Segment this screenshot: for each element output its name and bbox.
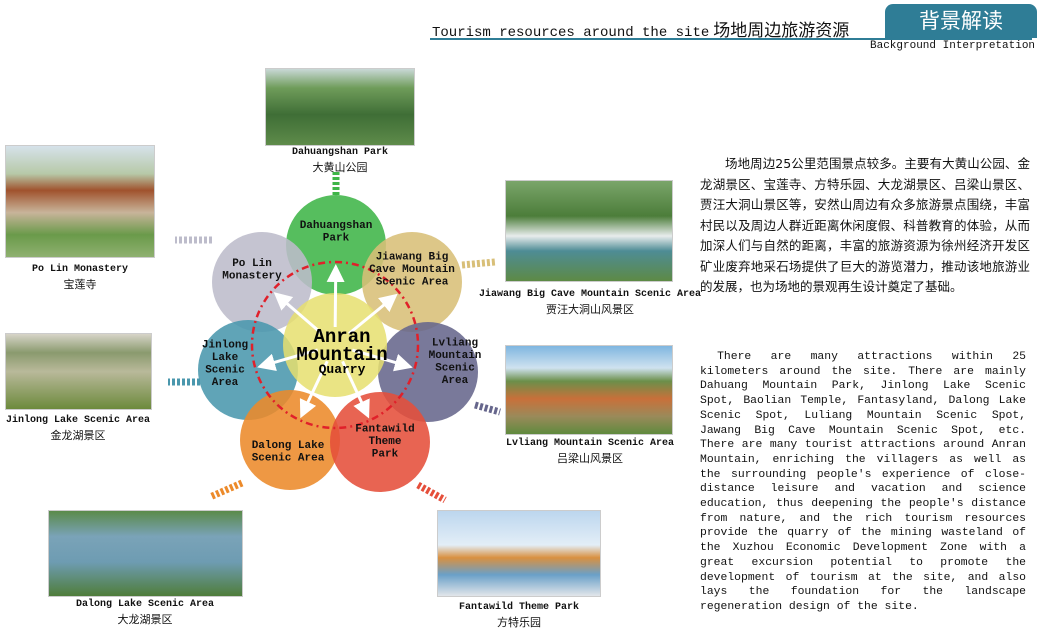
title-rule [430, 38, 1032, 40]
arrow-to-fantawild [341, 360, 370, 419]
outward-arrow-lvliang [474, 401, 501, 416]
ring-dashed [250, 260, 420, 430]
petal-label-fantawild: Park [372, 449, 399, 461]
photo-polin [5, 145, 155, 258]
petal-label-lvliang: Mountain [429, 350, 482, 362]
petal-label-jiawang: Cave Mountain [369, 264, 455, 276]
petal-label-lvliang: Scenic [435, 362, 475, 374]
photo-dahuangshan [265, 68, 415, 146]
arrow-to-jinlong [257, 348, 319, 372]
petal-label-dalong: Dalong Lake [252, 440, 325, 452]
section-subtitle: Background Interpretation [870, 40, 1036, 52]
petal-label-dahuangshan: Park [323, 232, 350, 244]
outward-arrow-fantawild [416, 481, 447, 504]
petal-label-polin: Po Lin [232, 258, 272, 270]
center-label-3: Quarry [319, 362, 366, 377]
petal-label-jiawang: Jiawang Big [376, 252, 449, 264]
arrow-to-jiawang [347, 293, 398, 335]
center-circle [283, 293, 387, 397]
section-badge: 背景解读 [885, 4, 1037, 38]
title-en: Tourism resources around the site [432, 25, 710, 41]
petal-label-dahuangshan: Dahuangshan [300, 220, 373, 232]
photo-fantawild [437, 510, 601, 597]
petal-label-jinlong: Area [212, 377, 239, 389]
arrow-to-dahuangshan [326, 264, 345, 328]
center-label-2: Mountain [296, 344, 387, 366]
photo-dalong [48, 510, 243, 597]
petal-label-jinlong: Jinlong [202, 339, 248, 351]
petal-label-lvliang: Lvliang [432, 337, 478, 349]
photo-jinlong [5, 333, 152, 410]
petal-label-polin: Monastery [222, 270, 282, 282]
petal-label-dalong: Scenic Area [252, 452, 325, 464]
outward-arrow-jiawang [461, 258, 496, 269]
center-label-1: Anran [313, 326, 370, 348]
photo-jiawang [505, 180, 673, 282]
description-en: There are many attractions within 25 kil… [700, 351, 1026, 613]
arrow-to-polin [273, 292, 323, 335]
petal-dahuangshan [286, 195, 386, 295]
petal-label-fantawild: Theme [368, 436, 401, 448]
petal-label-jinlong: Scenic [205, 364, 245, 376]
arrow-to-dalong [299, 360, 329, 419]
petal-label-jinlong: Lake [212, 352, 239, 364]
outward-arrow-dalong [208, 479, 244, 501]
title-zh: 场地周边旅游资源 [713, 21, 850, 41]
petal-label-fantawild: Fantawild [355, 424, 414, 436]
description-zh: 场地周边25公里范围景点较多。主要有大黄山公园、金龙湖景区、宝莲寺、方特乐园、大… [700, 156, 1030, 294]
photo-lvliang [505, 345, 673, 435]
petal-lvliang [378, 322, 478, 422]
arrow-to-lvliang [351, 348, 413, 372]
petal-label-lvliang: Area [442, 375, 469, 387]
petal-label-jiawang: Scenic Area [376, 277, 449, 289]
